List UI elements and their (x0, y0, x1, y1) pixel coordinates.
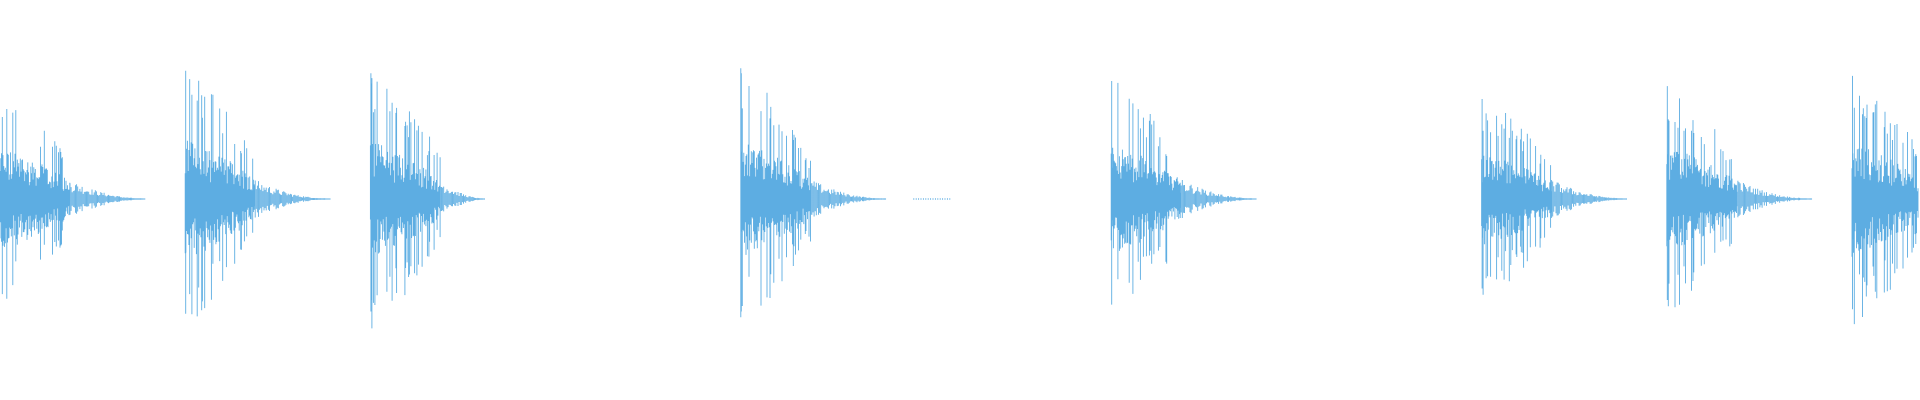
waveform-burst-trace (1666, 86, 1813, 308)
waveform-burst-trace (1110, 81, 1257, 305)
waveform-burst (1666, 86, 1813, 308)
waveform-burst-trace (1481, 99, 1627, 295)
waveform-burst (1110, 81, 1257, 305)
waveform-burst-trace (0, 109, 146, 299)
waveform-burst (1481, 99, 1627, 295)
waveform-burst-trace (1851, 75, 1919, 325)
waveform-burst (1851, 75, 1919, 325)
waveform-burst (0, 109, 146, 299)
waveform-burst-trace (184, 70, 331, 317)
waveform-burst (740, 68, 951, 318)
waveform-burst (184, 70, 331, 317)
waveform-burst-trace (740, 68, 951, 318)
waveform-burst-trace (369, 73, 485, 329)
waveform-bursts (0, 68, 1919, 329)
waveform-burst (369, 73, 485, 329)
